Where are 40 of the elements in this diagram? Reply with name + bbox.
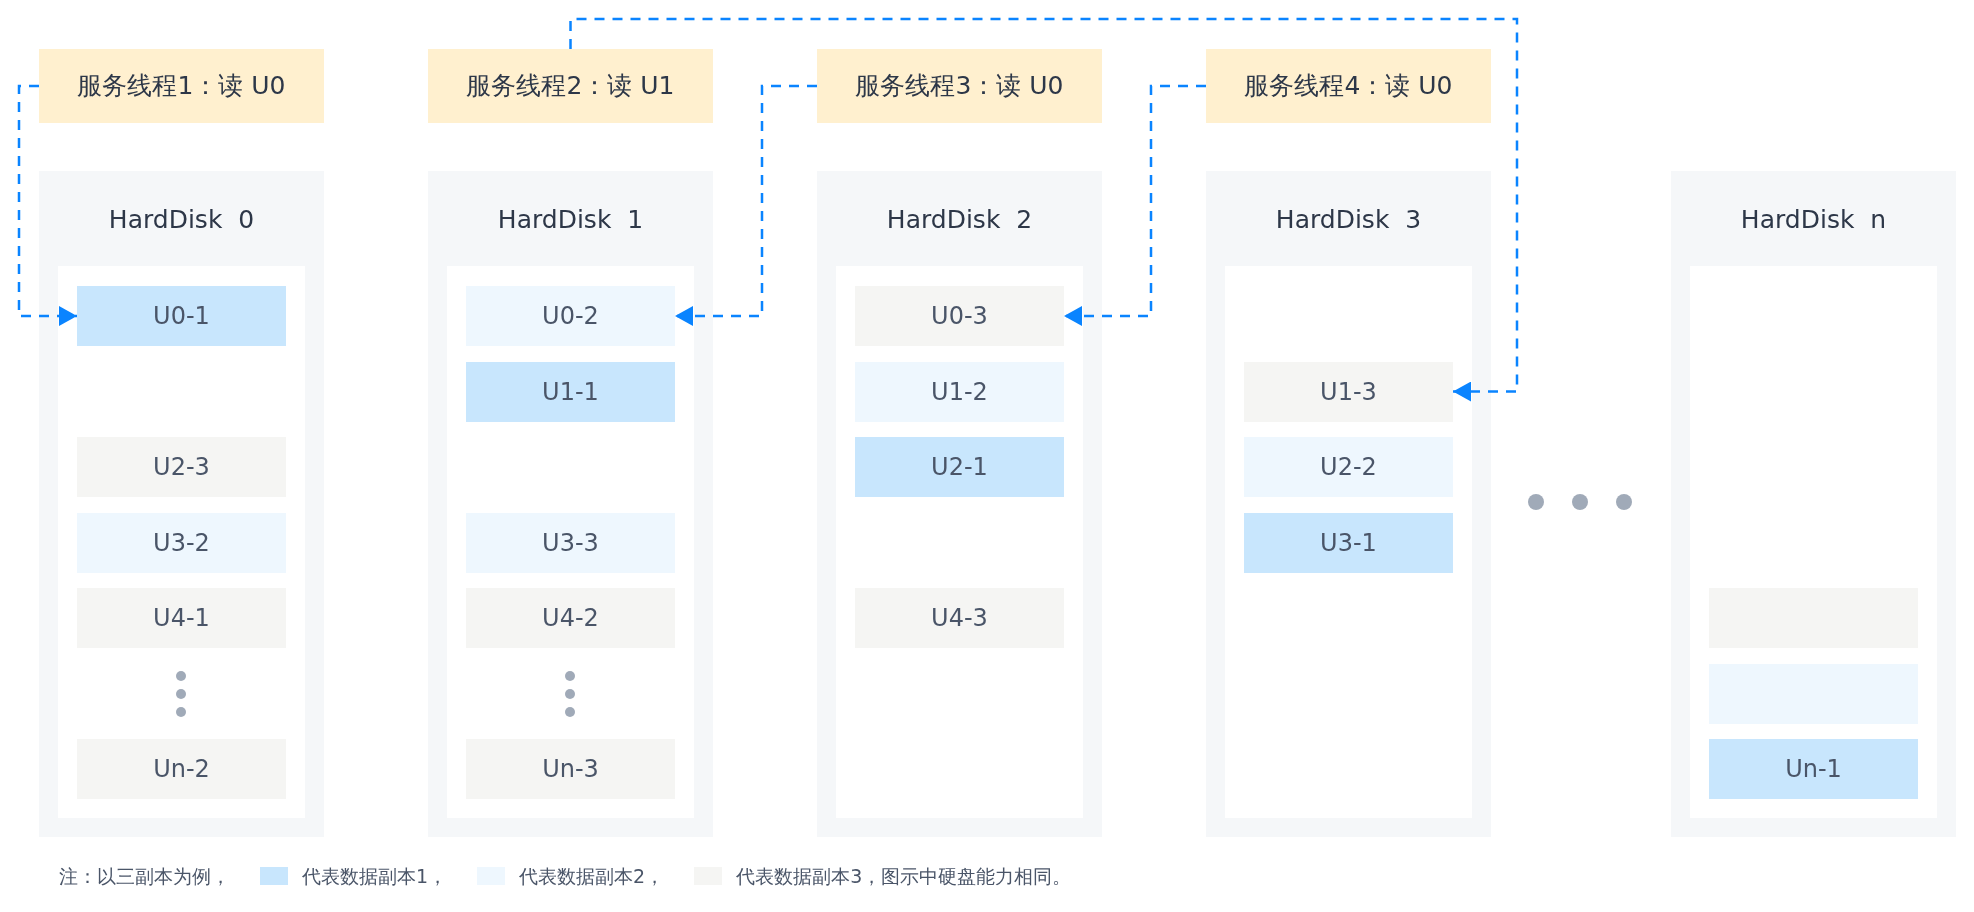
data-block: U2-2 xyxy=(1244,437,1453,497)
data-block: Un-3 xyxy=(466,739,675,799)
data-block: U4-2 xyxy=(466,588,675,648)
legend-text: 代表数据副本2， xyxy=(519,864,665,889)
disk-panel xyxy=(39,171,324,837)
data-block: U0-2 xyxy=(466,286,675,346)
data-block: U0-1 xyxy=(77,286,286,346)
disk-panel xyxy=(1206,171,1491,837)
data-block: U2-1 xyxy=(855,437,1064,497)
data-block: U1-1 xyxy=(466,361,675,422)
disk-title: HardDisk 0 xyxy=(107,204,256,236)
note-text: 注：以三副本为例， xyxy=(59,864,230,889)
data-block: Un-1 xyxy=(1709,739,1918,799)
legend-text: 代表数据副本3，图示中硬盘能力相同。 xyxy=(736,864,1072,889)
data-block: U3-1 xyxy=(1244,512,1453,573)
disk-panel xyxy=(1671,171,1956,837)
data-block: Un-2 xyxy=(77,739,286,799)
thread-box: 服务线程3：读 U0 xyxy=(817,49,1102,123)
dashed-arrow xyxy=(675,84,817,326)
data-block: U1-3 xyxy=(1244,361,1453,422)
disk-title: HardDisk 1 xyxy=(496,204,645,236)
dashed-arrow xyxy=(17,84,77,326)
data-block: U2-3 xyxy=(77,437,286,497)
data-block: U3-2 xyxy=(77,512,286,573)
disk-title: HardDisk n xyxy=(1739,204,1888,236)
data-block: U4-3 xyxy=(855,588,1064,648)
disk-panel xyxy=(817,171,1102,837)
thread-box: 服务线程1：读 U0 xyxy=(39,49,324,123)
data-block: U4-1 xyxy=(77,588,286,648)
data-block: U3-3 xyxy=(466,512,675,573)
disk-panel xyxy=(428,171,713,837)
data-block: U1-2 xyxy=(855,361,1064,422)
disk-title: HardDisk 3 xyxy=(1274,204,1423,236)
data-block: U0-3 xyxy=(855,286,1064,346)
dashed-arrow xyxy=(569,17,1519,402)
legend-text: 代表数据副本1， xyxy=(302,864,448,889)
thread-box: 服务线程4：读 U0 xyxy=(1206,49,1491,123)
thread-box: 服务线程2：读 U1 xyxy=(428,49,713,123)
disk-title: HardDisk 2 xyxy=(885,204,1034,236)
dashed-arrow xyxy=(1064,84,1206,326)
